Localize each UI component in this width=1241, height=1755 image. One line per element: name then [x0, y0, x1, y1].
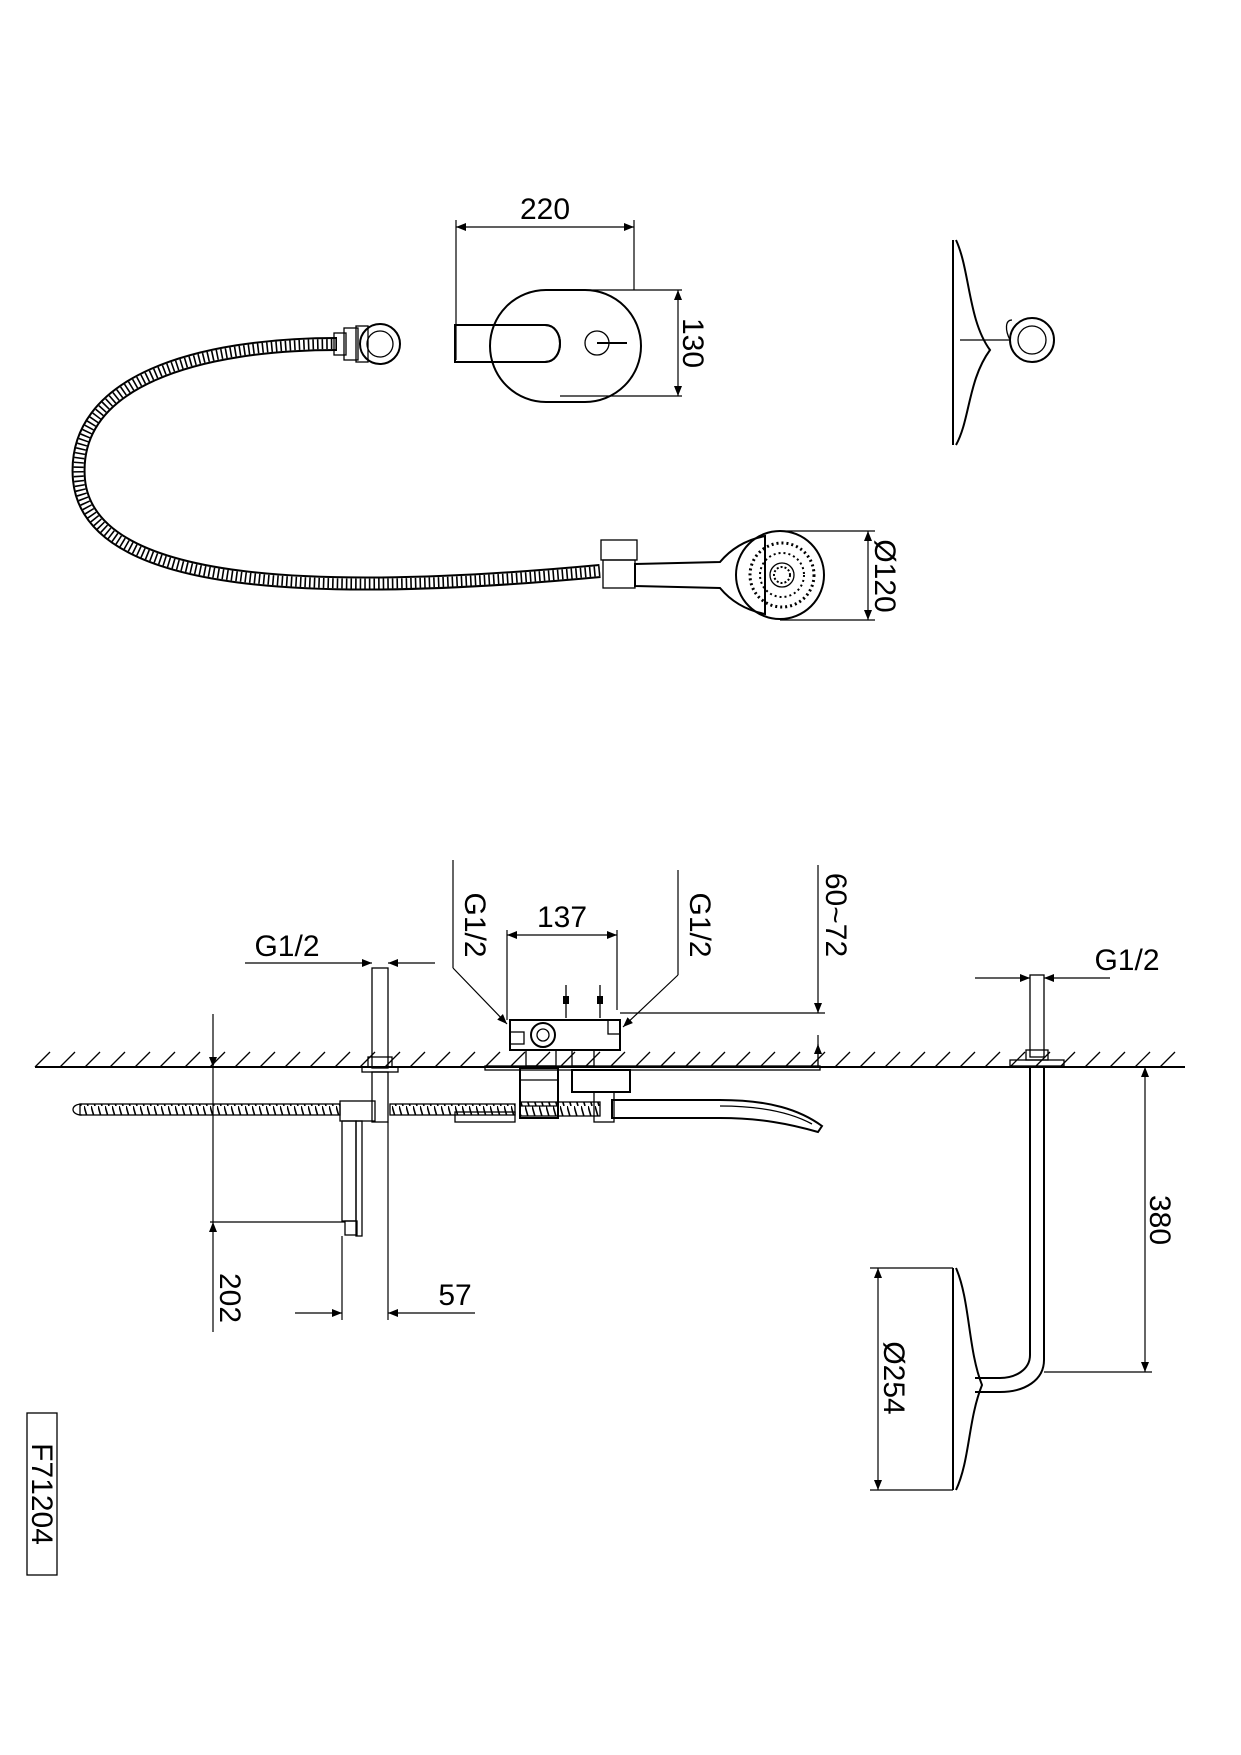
- dimension-holder-drop: 202: [209, 1014, 345, 1332]
- dimension-label-130: 130: [676, 318, 709, 368]
- dimension-label-60-72: 60~72: [819, 873, 852, 957]
- dimension-label-120: Ø120: [868, 539, 901, 612]
- dimension-label-57: 57: [438, 1279, 471, 1312]
- shower-arm-side-view: [952, 974, 1065, 1491]
- dimension-label-137: 137: [537, 901, 587, 934]
- arm-thread-label: G1/2: [1094, 944, 1159, 977]
- model-code-box: F71204: [25, 1412, 58, 1576]
- dimension-label-380: 380: [1143, 1195, 1176, 1245]
- dimension-holder-offset: 57: [295, 1122, 475, 1320]
- holder-thread-dimension: G1/2: [245, 930, 435, 967]
- hand-shower-front-view: [600, 530, 825, 620]
- wall-outlet-elbow: [333, 323, 401, 365]
- head-shower-side-view-top: [952, 239, 1055, 446]
- dimension-label-202: 202: [213, 1273, 246, 1323]
- inlet-left-label: G1/2: [458, 892, 491, 957]
- dimension-label-254: Ø254: [877, 1341, 910, 1414]
- arm-thread-dimension: G1/2: [975, 944, 1160, 982]
- mixer-inlet-leaders: G1/2 G1/2: [452, 860, 716, 1028]
- dimension-inlet-spacing: 137: [506, 901, 618, 1020]
- holder-thread-label: G1/2: [254, 930, 319, 963]
- dimension-arm-drop: 380: [1044, 1067, 1176, 1373]
- dimension-mount-depth: 60~72: [620, 865, 852, 1067]
- dimension-label-220: 220: [520, 193, 570, 226]
- mixer-valve-body-side: [454, 985, 824, 1134]
- dimension-head-shower-diameter: Ø254: [870, 1267, 953, 1491]
- dimension-mixer-width: 220: [455, 193, 635, 360]
- hose-front-view: [71, 337, 601, 591]
- dimension-hand-shower-diameter: Ø120: [780, 530, 901, 621]
- mixer-front-view: [454, 289, 642, 403]
- hand-shower-holder-side: [339, 967, 399, 1237]
- dimension-mixer-height: 130: [560, 289, 709, 397]
- inlet-right-label: G1/2: [683, 892, 716, 957]
- model-code-label: F71204: [25, 1443, 58, 1545]
